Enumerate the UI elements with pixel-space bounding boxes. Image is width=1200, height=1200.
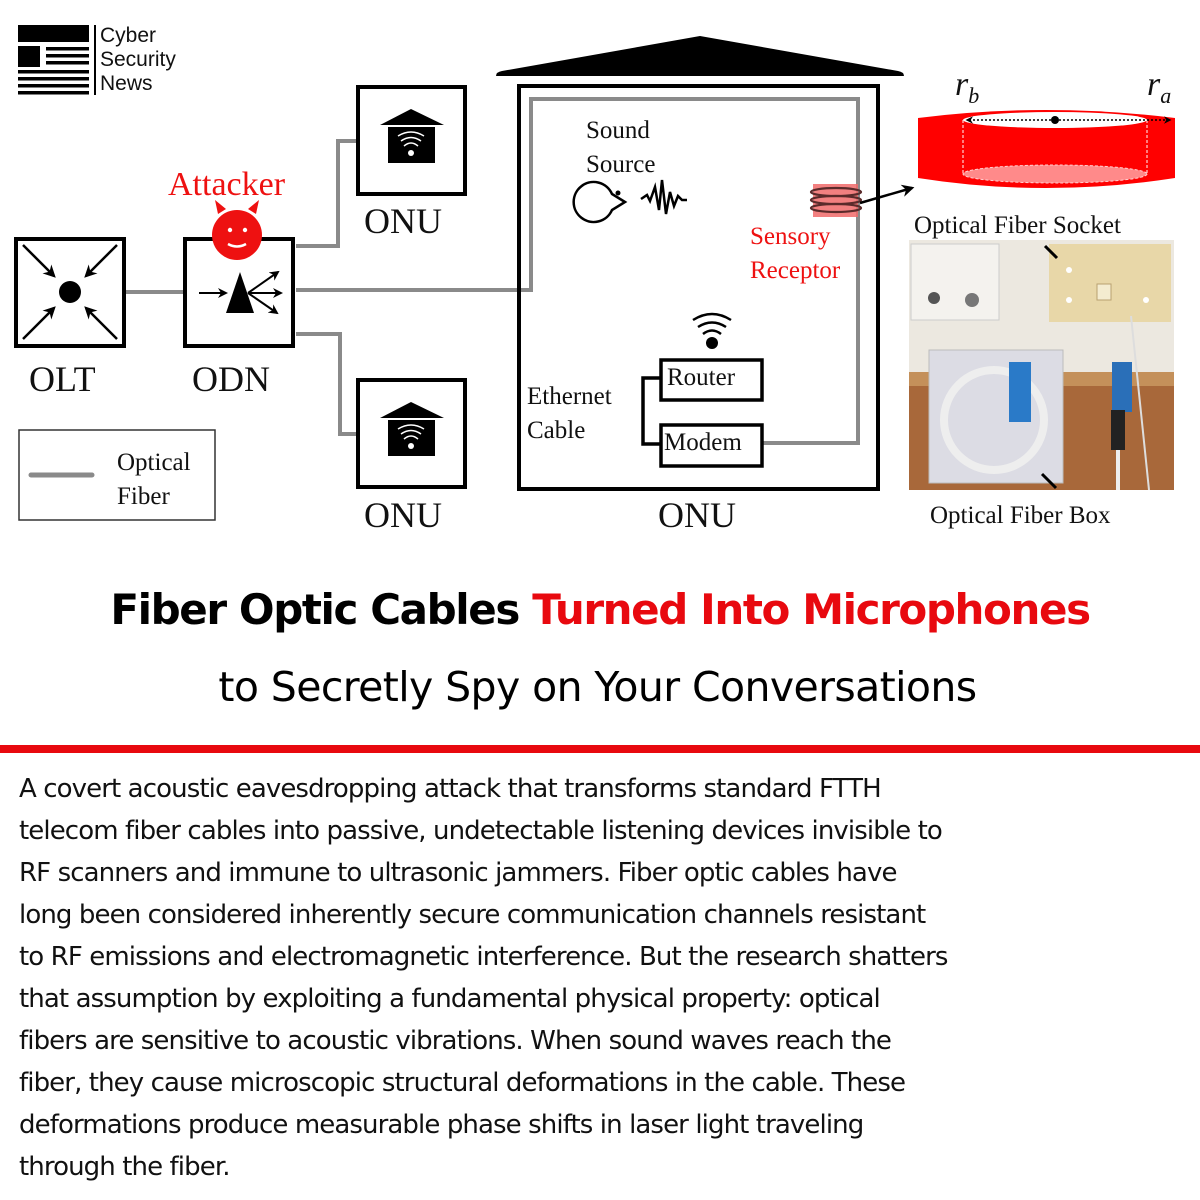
brand-line-1: Cyber bbox=[100, 24, 157, 47]
attacker-devil-icon bbox=[212, 200, 262, 260]
onu-top-icon bbox=[356, 85, 467, 196]
headline-part1: Fiber Optic Cables bbox=[110, 585, 533, 634]
attacker-label: Attacker bbox=[168, 166, 286, 203]
radius-a-label: ra bbox=[1147, 66, 1172, 108]
subheadline: to Secretly Spy on Your Conversations bbox=[218, 663, 977, 711]
brand-logo: Cyber Security News bbox=[100, 24, 176, 96]
article-line: fiber, they cause microscopic structural… bbox=[19, 1068, 906, 1098]
fiber-coil-cylinder-icon bbox=[918, 110, 1175, 188]
ethernet-cable-label: Ethernet Cable bbox=[527, 383, 612, 444]
router-label: Router bbox=[667, 364, 736, 391]
article-line: deformations produce measurable phase sh… bbox=[19, 1110, 864, 1140]
article-line: A covert acoustic eavesdropping attack t… bbox=[19, 774, 882, 804]
article-line: that assumption by exploiting a fundamen… bbox=[19, 984, 881, 1014]
olt-label: OLT bbox=[29, 359, 96, 399]
router-modem-group bbox=[641, 312, 764, 468]
headline-part2-red: Turned Into Microphones bbox=[532, 585, 1091, 634]
odn-label: ODN bbox=[192, 359, 270, 399]
legend-box bbox=[18, 429, 216, 521]
onu-house-label: ONU bbox=[658, 495, 736, 535]
logo-icon bbox=[18, 25, 96, 95]
legend-label: Optical Fiber bbox=[117, 449, 191, 510]
brand-line-3: News bbox=[100, 72, 153, 95]
article-line: RF scanners and immune to ultrasonic jam… bbox=[19, 858, 897, 888]
optical-fiber-photo bbox=[909, 240, 1174, 490]
article-line: to RF emissions and electromagnetic inte… bbox=[19, 942, 948, 972]
optical-fiber-links bbox=[124, 97, 860, 445]
onu-top-label: ONU bbox=[364, 201, 442, 241]
sound-source-label: Sound Source bbox=[586, 117, 656, 178]
fiber-socket-label: Optical Fiber Socket bbox=[914, 212, 1121, 239]
article-line: long been considered inherently secure c… bbox=[19, 900, 926, 930]
sensory-receptor-label: Sensory Receptor bbox=[750, 223, 841, 284]
red-divider bbox=[0, 745, 1200, 753]
headline: Fiber Optic Cables Turned Into Microphon… bbox=[0, 585, 1200, 634]
article-line: through the fiber. bbox=[19, 1152, 231, 1182]
fiber-box-label: Optical Fiber Box bbox=[930, 502, 1111, 529]
article-body: A covert acoustic eavesdropping attack t… bbox=[19, 768, 1189, 1188]
article-line: fibers are sensitive to acoustic vibrati… bbox=[19, 1026, 892, 1056]
article-line: telecom fiber cables into passive, undet… bbox=[19, 816, 943, 846]
house-onu-icon bbox=[496, 36, 904, 491]
network-diagram bbox=[14, 25, 1175, 521]
radius-b-label: rb bbox=[955, 66, 980, 108]
modem-label: Modem bbox=[664, 429, 742, 456]
onu-bottom-label: ONU bbox=[364, 495, 442, 535]
onu-bottom-icon bbox=[356, 378, 467, 489]
brand-line-2: Security bbox=[100, 48, 176, 71]
olt-icon bbox=[14, 237, 126, 348]
sound-source-icon bbox=[572, 179, 687, 224]
sensory-receptor-coil-icon bbox=[809, 184, 915, 217]
